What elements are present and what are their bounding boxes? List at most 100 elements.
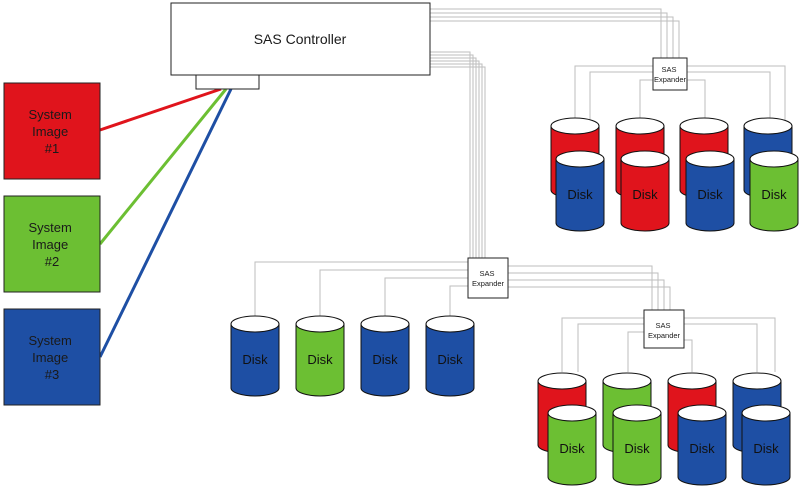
disk-middle-front-2-label: Disk xyxy=(307,352,333,367)
disk-bottom-right-front-4-label: Disk xyxy=(753,441,779,456)
sas-controller-box xyxy=(170,2,431,76)
disk-group-top-right: Disk Disk Disk Disk xyxy=(550,117,799,232)
disk-top-right-back-2-top xyxy=(615,117,665,135)
system-image-1: System Image #1 xyxy=(3,82,101,180)
bus-wire-middle-5 xyxy=(430,63,483,258)
disk-middle-front-2: Disk xyxy=(295,315,345,397)
disk-middle-front-1: Disk xyxy=(230,315,280,397)
system-image-1-line-2: Image xyxy=(32,124,68,139)
system-image-3-line-2: Image xyxy=(32,350,68,365)
system-image-2-box xyxy=(3,195,101,293)
bus-wire-middle-2 xyxy=(430,54,474,258)
host-link-2 xyxy=(98,88,228,245)
disk-bottom-right-back-3-top xyxy=(667,372,717,390)
system-image-2-line-3: #2 xyxy=(45,254,59,269)
disk-wire-top-2 xyxy=(589,71,653,120)
wiring-layer xyxy=(254,8,786,372)
disk-top-right-front-4-label: Disk xyxy=(761,187,787,202)
disk-bottom-right-back-2-top xyxy=(602,372,652,390)
disk-middle-front-2-body xyxy=(295,323,345,397)
sas-expander-bottom-right-line-2: Expander xyxy=(648,331,681,340)
disk-top-right-front-4: Disk xyxy=(749,150,799,232)
disk-wire-bottom-1 xyxy=(561,317,644,372)
disk-top-right-front-1-top xyxy=(555,150,605,168)
host-link-3 xyxy=(98,88,233,358)
disk-bottom-right-front-2-body xyxy=(612,412,662,486)
disk-bottom-right-front-3-label: Disk xyxy=(689,441,715,456)
disk-middle-front-1-label: Disk xyxy=(242,352,268,367)
disk-bottom-right-front-4-top xyxy=(741,404,791,422)
disk-middle-front-1-body xyxy=(230,323,280,397)
disk-wire-bottom-3 xyxy=(627,331,644,372)
disk-middle-front-4: Disk xyxy=(425,315,475,397)
bus-wire-bottom-3 xyxy=(508,279,665,310)
bus-wire-middle-6 xyxy=(430,66,486,258)
disk-top-right-back-4-top xyxy=(743,117,793,135)
disk-middle-front-3: Disk xyxy=(360,315,410,397)
disk-middle-front-4-label: Disk xyxy=(437,352,463,367)
host-link-1 xyxy=(99,87,222,132)
system-image-3-line-3: #3 xyxy=(45,367,59,382)
disk-wire-middle-2 xyxy=(319,269,468,318)
disk-wire-top-1 xyxy=(574,65,653,120)
system-image-1-line-1: System xyxy=(29,107,72,122)
disk-top-right-front-2-body xyxy=(620,158,670,232)
disk-group-bottom-right: Disk Disk Disk Disk xyxy=(537,372,791,486)
disk-top-right-front-1: Disk xyxy=(555,150,605,232)
system-image-3: System Image #3 xyxy=(3,308,101,406)
svg-text:System Image #3: System Image #3 xyxy=(29,333,76,382)
disk-top-right-back-1-top xyxy=(550,117,600,135)
disk-bottom-right-back-1-top xyxy=(537,372,587,390)
bus-wire-top-3 xyxy=(430,16,674,58)
disk-top-right-front-3: Disk xyxy=(685,150,735,232)
disk-bottom-right-front-3: Disk xyxy=(677,404,727,486)
system-image-3-box xyxy=(3,308,101,406)
disk-wire-bottom-4 xyxy=(684,339,693,372)
disk-top-right-front-3-label: Disk xyxy=(697,187,723,202)
disk-top-right-back-3-top xyxy=(679,117,729,135)
sas-expander-middle-line-1: SAS xyxy=(479,269,494,278)
svg-text:SAS Expander: SAS Expander xyxy=(472,269,505,288)
sas-expander-top-right: SAS Expander xyxy=(652,57,688,91)
disk-bottom-right-front-1-label: Disk xyxy=(559,441,585,456)
system-image-1-line-3: #1 xyxy=(45,141,59,156)
disk-top-right-front-3-body xyxy=(685,158,735,232)
disk-wire-top-5 xyxy=(687,71,771,120)
disk-top-right-front-1-body xyxy=(555,158,605,232)
disk-top-right-front-3-top xyxy=(685,150,735,168)
disk-middle-front-3-body xyxy=(360,323,410,397)
sas-controller-label: SAS Controller xyxy=(254,31,347,47)
disk-bottom-right-front-4: Disk xyxy=(741,404,791,486)
sas-expander-bottom-right-line-1: SAS xyxy=(655,321,670,330)
svg-text:SAS Expander: SAS Expander xyxy=(648,321,681,340)
disk-bottom-right-front-1-top xyxy=(547,404,597,422)
disk-top-right-front-2: Disk xyxy=(620,150,670,232)
bus-wire-bottom-1 xyxy=(508,265,653,310)
disk-middle-front-4-body xyxy=(425,323,475,397)
bus-wire-middle-4 xyxy=(430,60,480,258)
disk-top-right-front-4-body xyxy=(749,158,799,232)
bus-wire-middle-1 xyxy=(430,51,471,258)
disk-bottom-right-front-4-body xyxy=(741,412,791,486)
bus-wire-bottom-2 xyxy=(508,272,659,310)
host-links-layer xyxy=(98,87,233,358)
bus-wire-top-2 xyxy=(430,12,668,58)
disk-wire-top-4 xyxy=(687,79,706,120)
disk-wire-bottom-5 xyxy=(684,323,758,372)
sas-expander-middle-line-2: Expander xyxy=(472,279,505,288)
system-image-2-line-2: Image xyxy=(32,237,68,252)
disk-bottom-right-front-1-body xyxy=(547,412,597,486)
disk-wire-top-3 xyxy=(639,79,653,120)
sas-expander-bottom-right: SAS Expander xyxy=(643,309,685,349)
disk-bottom-right-front-2: Disk xyxy=(612,404,662,486)
bus-wire-bottom-4 xyxy=(508,286,671,310)
disk-middle-front-1-top xyxy=(230,315,280,333)
disk-top-right-front-1-label: Disk xyxy=(567,187,593,202)
sas-expander-middle: SAS Expander xyxy=(467,257,509,299)
disk-bottom-right-front-2-top xyxy=(612,404,662,422)
svg-text:System Image #2: System Image #2 xyxy=(29,220,76,269)
system-image-2-line-1: System xyxy=(29,220,72,235)
system-image-1-box xyxy=(3,82,101,180)
disk-top-right-front-4-top xyxy=(749,150,799,168)
